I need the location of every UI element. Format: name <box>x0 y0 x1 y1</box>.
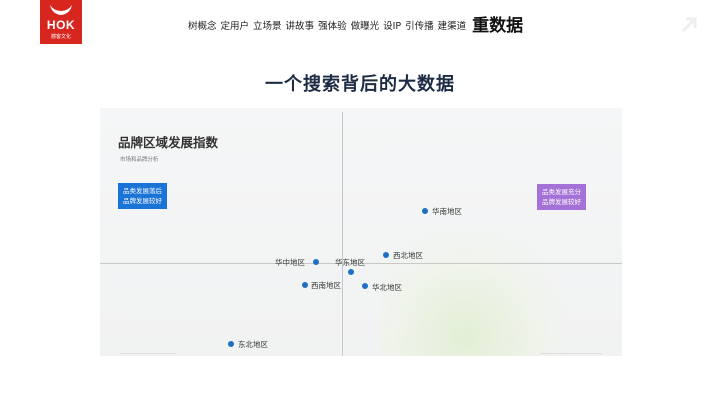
page-title: 一个搜索背后的大数据 <box>265 74 455 95</box>
point-dot-xinan <box>302 282 308 288</box>
quadrant-label-left: 品类发展落后 品牌发展较好 <box>118 183 167 209</box>
horizontal-axis-line <box>100 263 622 264</box>
point-label-huanan: 华南地区 <box>432 207 462 216</box>
nav-item-1[interactable]: 树概念 <box>188 21 217 32</box>
quadrant-left-line1: 品类发展落后 <box>123 187 162 195</box>
nav-item-4[interactable]: 讲故事 <box>285 21 315 32</box>
nav-item-3[interactable]: 立场景 <box>253 21 282 32</box>
quadrant-right-line2: 品牌发展较好 <box>542 198 581 206</box>
point-label-xibei: 西北地区 <box>393 251 423 260</box>
panel-title: 品牌区域发展指数 <box>118 135 219 150</box>
nav-item-active[interactable]: 重数据 <box>472 16 524 36</box>
point-label-huadong: 华东地区 <box>335 258 365 267</box>
point-label-dongbei: 东北地区 <box>238 340 268 349</box>
point-dot-xibei <box>383 252 389 258</box>
panel-subtitle: 市场和品牌分析 <box>120 157 159 163</box>
logo-subtext: 撼客文化 <box>50 34 71 40</box>
point-label-huabei: 华北地区 <box>372 283 402 292</box>
quadrant-label-right: 品类发展充分 品牌发展较好 <box>537 184 586 210</box>
point-label-xinan: 西南地区 <box>311 281 341 290</box>
arrow-icon <box>681 17 697 33</box>
footer-divider-left <box>120 353 176 354</box>
point-label-huazhong: 华中地区 <box>275 258 305 267</box>
quadrant-left-line2: 品牌发展较好 <box>123 197 162 205</box>
point-dot-huazhong <box>313 259 319 265</box>
nav-item-9[interactable]: 建渠道 <box>437 21 467 32</box>
nav-item-2[interactable]: 定用户 <box>220 21 250 32</box>
logo-brand-text: HOK <box>46 18 76 32</box>
company-logo: HOK 撼客文化 <box>40 0 82 44</box>
background-glow <box>380 228 570 356</box>
point-dot-huanan <box>422 208 428 214</box>
nav-item-7[interactable]: 设IP <box>383 21 402 32</box>
top-nav: 树概念 定用户 立场景 讲故事 强体验 做曝光 设IP 引传播 建渠道 重数据 <box>188 12 527 38</box>
quadrant-right-line1: 品类发展充分 <box>542 188 581 196</box>
footer-divider-right <box>540 353 602 354</box>
point-dot-huadong <box>348 269 354 275</box>
point-dot-dongbei <box>228 341 234 347</box>
point-dot-huabei <box>362 283 368 289</box>
nav-item-6[interactable]: 做曝光 <box>350 21 380 32</box>
chart-panel: 品牌区域发展指数 市场和品牌分析 <box>100 108 622 356</box>
nav-item-5[interactable]: 强体验 <box>318 21 347 32</box>
nav-item-8[interactable]: 引传播 <box>405 21 434 32</box>
bull-horns-icon <box>50 5 72 15</box>
vertical-axis-line <box>342 112 343 356</box>
